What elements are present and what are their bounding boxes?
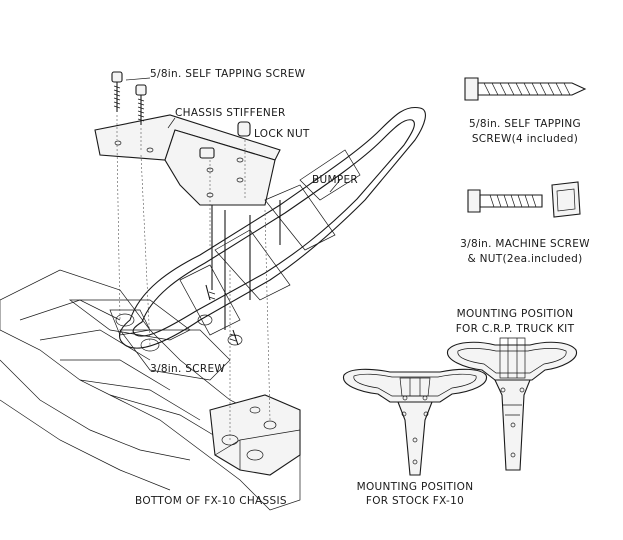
chassis-drawing (0, 269, 301, 511)
key-tapping-screw-line2: SCREW(4 included) (471, 133, 579, 145)
chassis-stiffener-plate (94, 114, 281, 206)
lock-nuts (199, 121, 251, 159)
mount-stock-line1: MOUNTING POSITION (356, 481, 474, 493)
label-chassis-stiffener: CHASSIS STIFFENER (175, 107, 286, 119)
parts-key-machine-screw-icon (467, 189, 543, 213)
parts-key-nut-icon (551, 181, 581, 218)
alignment-lines (116, 140, 271, 440)
mount-stock-line2: FOR STOCK FX-10 (365, 495, 465, 507)
parts-key-tapping-screw-icon (464, 77, 587, 101)
stock-mount-bumper-outline (343, 368, 487, 476)
key-tapping-screw-line1: 5/8in. SELF TAPPING (469, 118, 581, 130)
label-self-tapping-screw: 5/8in. SELF TAPPING SCREW (150, 68, 306, 80)
label-lock-nut: LOCK NUT (254, 128, 310, 140)
key-machine-screw-line1: 3/8in. MACHINE SCREW (460, 238, 590, 250)
label-3-8in-screw: 3/8in. SCREW (150, 363, 226, 375)
key-machine-screw-line2: & NUT(2ea.included) (467, 253, 583, 265)
label-bottom-of-chassis: BOTTOM OF FX-10 CHASSIS (135, 495, 287, 507)
leader-lines (125, 77, 341, 193)
mount-crp-line1: MOUNTING POSITION (456, 308, 574, 320)
tapping-screws (111, 71, 281, 346)
crp-mount-bumper-outline (447, 337, 577, 471)
mount-crp-line2: FOR C.R.P. TRUCK KIT (455, 323, 575, 335)
label-bumper: BUMPER (312, 174, 359, 186)
